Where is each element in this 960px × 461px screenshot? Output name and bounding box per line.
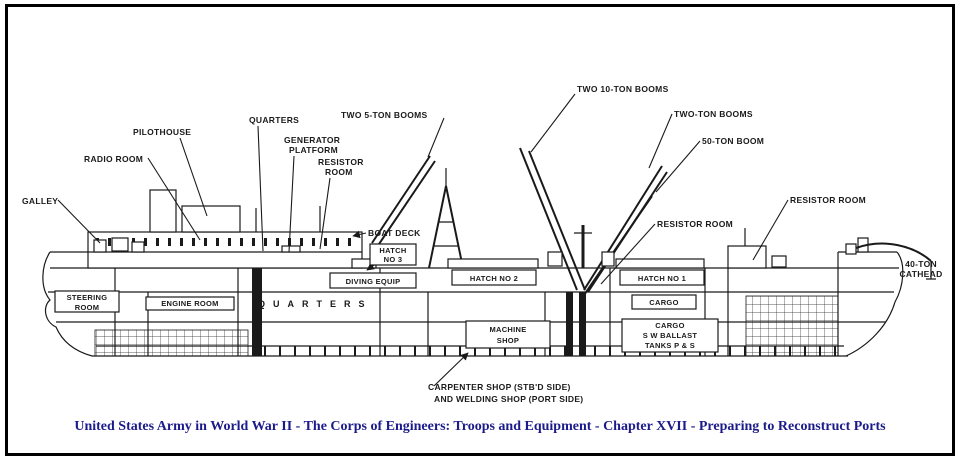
label-engine-room: ENGINE ROOM <box>161 299 218 308</box>
compartment-boxes <box>54 243 719 353</box>
label-generator-platform: GENERATOR <box>284 135 340 145</box>
label-five-ton-booms: TWO 5-TON BOOMS <box>341 110 428 120</box>
pilothouse-structure <box>181 205 241 233</box>
label-resistor-room-mid: RESISTOR ROOM <box>657 219 733 229</box>
leader-lines <box>57 93 789 387</box>
hatch3-box <box>369 243 417 266</box>
label-generator-platform-2: PLATFORM <box>289 145 338 155</box>
labels: GALLEY RADIO ROOM PILOTHOUSE QUARTERS GE… <box>22 84 942 404</box>
cathead-arm <box>855 242 932 262</box>
label-hatch2: HATCH NO 2 <box>470 274 518 283</box>
label-cargo-lower: CARGO <box>655 321 684 330</box>
label-cargo-lower-3: TANKS P & S <box>645 341 695 350</box>
label-galley: GALLEY <box>22 196 58 206</box>
label-hatch3-2: NO 3 <box>384 255 403 264</box>
label-steering-room: STEERING <box>67 293 108 302</box>
label-two-ton-booms: TWO-TON BOOMS <box>674 109 753 119</box>
cargo-upper-box <box>631 294 697 310</box>
label-hatch3: HATCH <box>379 246 406 255</box>
caption: United States Army in World War II - The… <box>74 419 886 434</box>
label-machine-shop: MACHINE <box>489 325 526 334</box>
label-hatch1: HATCH NO 1 <box>638 274 686 283</box>
label-cathead-2: CATHEAD <box>899 269 942 279</box>
label-fifty-ton-boom: 50-TON BOOM <box>702 136 764 146</box>
label-boat-deck: BOAT DECK <box>368 228 421 238</box>
machine-shop-box <box>465 320 551 349</box>
label-machine-shop-2: SHOP <box>497 336 519 345</box>
label-radio-room: RADIO ROOM <box>84 154 143 164</box>
label-cargo-lower-2: S W BALLAST <box>643 331 698 340</box>
label-diving-equip: DIVING EQUIP <box>346 277 401 286</box>
label-pilothouse: PILOTHOUSE <box>133 127 191 137</box>
engine-room-box <box>145 296 235 311</box>
label-cargo-upper: CARGO <box>649 298 678 307</box>
forward-deckhouse <box>727 245 767 269</box>
cargo-lower-box <box>621 318 719 353</box>
ten-ton-booms <box>519 147 586 291</box>
hatch1-box <box>619 269 705 286</box>
hatched-areas <box>94 295 839 357</box>
steering-room-box <box>54 290 120 313</box>
masts-and-booms <box>351 147 936 299</box>
label-carpenter-shop-2: AND WELDING SHOP (PORT SIDE) <box>434 394 583 404</box>
stack <box>149 189 177 233</box>
label-resistor-room-top: RESISTOR <box>318 157 364 167</box>
label-quarters-top: QUARTERS <box>249 115 299 125</box>
diving-equip-box <box>329 272 417 289</box>
five-ton-booms <box>371 155 436 248</box>
a-frame-mast <box>428 185 464 269</box>
ship-superstructure <box>87 189 363 269</box>
label-carpenter-shop: CARPENTER SHOP (STB'D SIDE) <box>428 382 571 392</box>
image-border <box>5 4 955 456</box>
fifty-ton-boom <box>581 195 653 299</box>
hatch2-box <box>451 269 537 286</box>
label-cathead: 40-TON <box>905 259 937 269</box>
label-steering-room-2: ROOM <box>75 303 100 312</box>
label-resistor-room-right: RESISTOR ROOM <box>790 195 866 205</box>
label-quarters-hull: QUARTERS <box>258 299 373 309</box>
label-ten-ton-booms: TWO 10-TON BOOMS <box>577 84 669 94</box>
label-resistor-room-top-2: ROOM <box>325 167 353 177</box>
